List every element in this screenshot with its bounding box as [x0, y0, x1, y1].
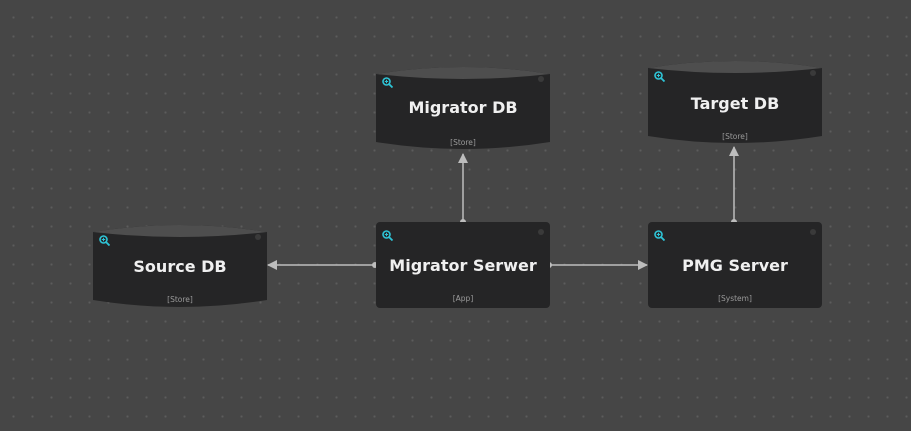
node-migrator-server[interactable]: Migrator Serwer [App]	[376, 222, 550, 308]
edge-migrator-server-to-pmg-server[interactable]	[546, 260, 648, 270]
zoom-in-icon[interactable]	[382, 228, 394, 242]
status-dot-icon	[810, 70, 816, 76]
node-pmg-server[interactable]: PMG Server [System]	[648, 222, 822, 308]
edge-migrator-server-to-source-db[interactable]	[267, 260, 378, 270]
node-target-db[interactable]: Target DB [Store]	[648, 58, 822, 146]
status-dot-icon	[810, 229, 816, 235]
node-source-db[interactable]: Source DB [Store]	[93, 222, 267, 310]
node-tag: [Store]	[722, 132, 748, 141]
node-title: Migrator DB	[408, 98, 518, 117]
node-title: Target DB	[690, 94, 780, 113]
node-tag: [Store]	[167, 295, 193, 304]
node-tag: [Store]	[450, 138, 476, 147]
node-title: PMG Server	[682, 256, 788, 275]
zoom-in-icon[interactable]	[654, 69, 666, 83]
zoom-in-icon[interactable]	[382, 75, 394, 89]
cylinder-shape	[648, 61, 822, 143]
status-dot-icon	[255, 234, 261, 240]
box-shape	[648, 222, 822, 308]
node-title: Migrator Serwer	[389, 256, 537, 275]
node-migrator-db[interactable]: Migrator DB [Store]	[376, 64, 550, 152]
cylinder-shape	[93, 225, 267, 307]
node-tag: [App]	[452, 294, 474, 303]
zoom-in-icon[interactable]	[99, 233, 111, 247]
zoom-in-icon[interactable]	[654, 228, 666, 242]
edge-pmg-server-to-target-db[interactable]	[729, 146, 739, 225]
edge-migrator-server-to-migrator-db[interactable]	[458, 153, 468, 225]
status-dot-icon	[538, 76, 544, 82]
node-title: Source DB	[133, 257, 227, 276]
node-tag: [System]	[718, 294, 752, 303]
status-dot-icon	[538, 229, 544, 235]
cylinder-shape	[376, 67, 550, 149]
box-shape	[376, 222, 550, 308]
